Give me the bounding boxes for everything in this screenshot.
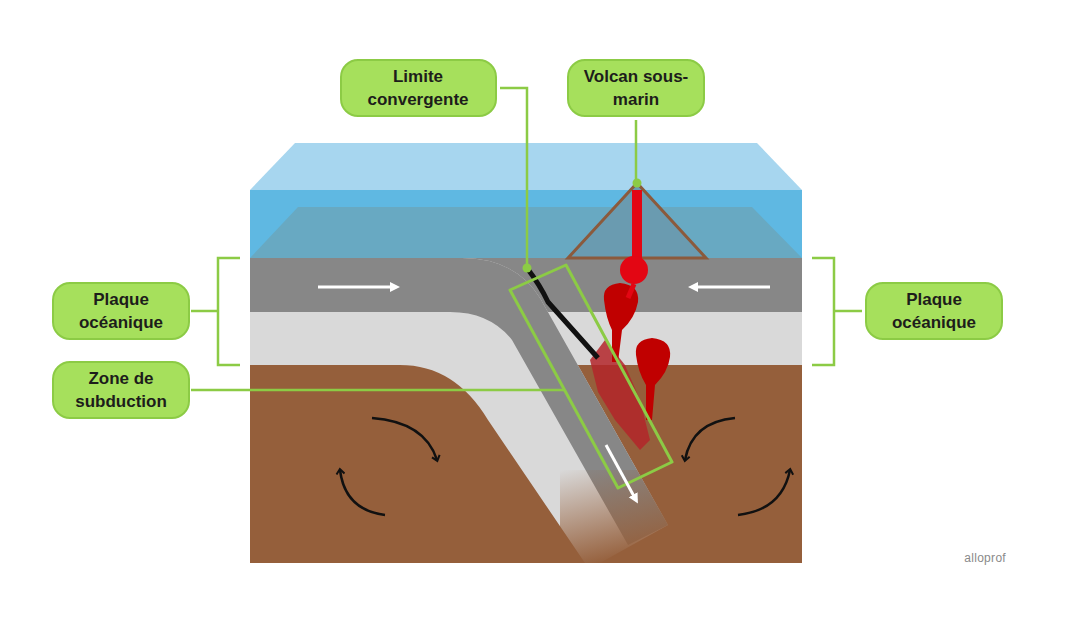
callout-box: Plaque océanique	[52, 282, 190, 340]
callout-box: Limite convergente	[340, 59, 497, 117]
leader-line	[191, 310, 218, 313]
magma-drop	[604, 283, 638, 362]
convection-arrow	[372, 418, 437, 460]
convection-arrow	[738, 470, 790, 515]
callout-label: Plaque océanique	[879, 288, 989, 334]
leader-line	[500, 88, 527, 264]
plate-bracket	[218, 258, 240, 365]
convection-arrow	[685, 418, 735, 460]
motion-arrow	[692, 286, 770, 289]
leader-line	[635, 120, 638, 180]
magma-chamber	[620, 256, 648, 284]
callout-label: Limite convergente	[354, 65, 483, 111]
convection-arrow	[340, 470, 385, 515]
volcano-conduit	[632, 190, 642, 262]
motion-arrow	[606, 445, 636, 500]
leader-dot	[633, 179, 642, 188]
leader-dot	[523, 264, 532, 273]
magma-conduit	[628, 284, 634, 298]
plate-bracket	[812, 258, 834, 365]
callout-label: Volcan sous-marin	[581, 65, 691, 111]
watermark: alloprof	[964, 551, 1006, 565]
callout-box: Volcan sous-marin	[567, 59, 705, 117]
subduction-frame	[510, 265, 672, 488]
callout-label: Plaque océanique	[66, 288, 176, 334]
callout-box: Plaque océanique	[865, 282, 1003, 340]
leader-line	[191, 389, 564, 392]
leader-line	[834, 310, 862, 313]
convergent-boundary	[527, 268, 598, 358]
callout-label: Zone de subduction	[66, 367, 176, 413]
magma-drop	[636, 338, 670, 420]
callout-box: Zone de subduction	[52, 361, 190, 419]
motion-arrow	[318, 286, 396, 289]
